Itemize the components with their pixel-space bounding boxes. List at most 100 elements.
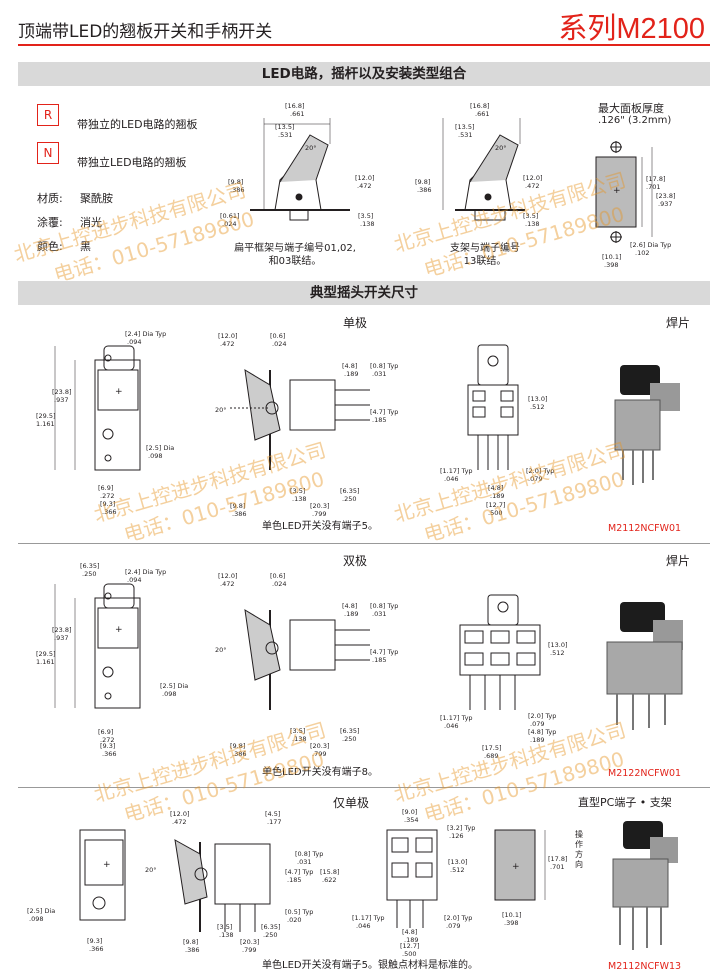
s-front-0: [2.4] Dia Typ [125, 330, 166, 338]
prop-material-key: 材质: [37, 192, 63, 205]
double-side-drawing: [12.0] .472 [0.6] .024 [4.8] .189 [0.8] … [215, 572, 398, 758]
d-bot-5: .079 [530, 720, 544, 728]
o-panel-0: [17.8] [548, 855, 568, 863]
o-front-3: .366 [89, 945, 103, 953]
s-bot-1: .512 [530, 403, 544, 411]
d-side-8: 20° [215, 646, 227, 654]
bracket-caption: 支架与端子编号 13联结。 [450, 243, 520, 267]
dim-b-10: .138 [525, 220, 539, 228]
d-bot-8: [17.5] [482, 744, 502, 752]
s-front-10: [9.3] [100, 500, 115, 508]
s-front-8: [6.9] [98, 484, 113, 492]
single-note: 单色LED开关没有端子5。 [262, 521, 378, 532]
row-divider-1 [18, 543, 710, 544]
panel-thickness-value: .126" (3.2mm) [598, 115, 672, 126]
dim-a-10: .024 [222, 220, 236, 228]
flat-frame-drawing: [16.8] .661 [13.5] .531 20° [12.0] .472 … [220, 102, 375, 228]
s-side-0: [12.0] [218, 332, 238, 340]
d-side-4: [4.8] [342, 602, 357, 610]
s-side-10: .185 [372, 416, 386, 424]
d-side-12: .138 [292, 735, 306, 743]
d-side-9: [4.7] Typ [370, 648, 398, 656]
dim-a-11: [3.5] [358, 212, 373, 220]
dim-a-9: [0.61] [220, 212, 240, 220]
single-pole-title: 单极 [343, 316, 368, 330]
s-side-8: 20° [215, 406, 227, 414]
s-front-4: [29.5] [36, 412, 56, 420]
panel-dim-3: .937 [658, 200, 672, 208]
o-side-15: [6.35] [261, 923, 281, 931]
single-part-number: M2112NCFW01 [608, 523, 682, 534]
d-side-10: .185 [372, 656, 386, 664]
dim-b-2: [13.5] [455, 123, 475, 131]
d-side-1: .472 [220, 580, 234, 588]
s-bot-9: .500 [488, 509, 502, 517]
o-side-10: .622 [322, 876, 336, 884]
o-bot-9: .079 [446, 922, 460, 930]
d-front-2: [2.4] Dia Typ [125, 568, 166, 576]
d-front-9: .098 [162, 690, 176, 698]
panel-dim-2: [23.8] [656, 192, 676, 200]
single-pole-terminal: 焊片 [666, 316, 691, 330]
prop-coating-key: 涂覆: [37, 216, 63, 229]
d-front-11: .272 [100, 736, 114, 744]
d-bot-9: .689 [484, 752, 498, 760]
panel-dim-0: [17.8] [646, 175, 666, 183]
o-side-20: .386 [185, 946, 199, 954]
prop-material-value: 聚酰胺 [80, 192, 113, 205]
row-divider-2 [18, 787, 710, 788]
dim-b-4: 20° [495, 144, 507, 152]
dim-a-0: [16.8] [285, 102, 305, 110]
d-side-6: [0.8] Typ [370, 602, 398, 610]
s-front-5: 1.161 [36, 420, 55, 428]
d-front-7: 1.161 [36, 658, 55, 666]
only-photo [612, 821, 678, 950]
d-side-13: [6.35] [340, 727, 360, 735]
panel-dim-1: .701 [646, 183, 660, 191]
only-panel-drawing: + [17.8] .701 [10.1] .398 [494, 829, 568, 927]
single-photo [614, 365, 680, 485]
d-bot-2: [1.17] Typ [440, 714, 473, 722]
prop-coating-value: 消光 [80, 216, 102, 229]
o-bot-3: .126 [449, 832, 463, 840]
s-front-2: [23.8] [52, 388, 72, 396]
s-side-9: [4.7] Typ [370, 408, 398, 416]
s-side-7: .031 [372, 370, 386, 378]
d-side-0: [12.0] [218, 572, 238, 580]
o-side-6: 20° [145, 866, 157, 874]
d-side-18: .386 [232, 750, 246, 758]
o-bot-12: [12.7] [400, 942, 420, 950]
o-front-1: .098 [29, 915, 43, 923]
double-pole-terminal: 焊片 [666, 554, 691, 568]
s-front-11: .366 [102, 508, 116, 516]
o-side-8: .185 [287, 876, 301, 884]
d-side-3: .024 [272, 580, 286, 588]
s-side-3: .024 [272, 340, 286, 348]
o-panel-3: .398 [504, 919, 518, 927]
d-bot-7: .189 [530, 736, 544, 744]
o-side-16: .250 [263, 931, 277, 939]
s-front-9: .272 [100, 492, 114, 500]
d-bot-4: [2.0] Typ [528, 712, 556, 720]
d-front-4: [23.8] [52, 626, 72, 634]
o-bot-11: .189 [404, 936, 418, 944]
d-front-1: .250 [82, 570, 96, 578]
option-label-r: 带独立的LED电路的翘板 [77, 118, 198, 131]
only-single-note: 单色LED开关没有端子5。银触点材料是标准的。 [262, 960, 478, 971]
dim-b-5: [12.0] [523, 174, 543, 182]
o-front-0: [2.5] Dia [27, 907, 55, 915]
svg-text:+: + [115, 387, 123, 397]
d-side-14: .250 [342, 735, 356, 743]
s-side-2: [0.6] [270, 332, 285, 340]
dim-a-2: [13.5] [275, 123, 295, 131]
o-front-2: [9.3] [87, 937, 102, 945]
panel-dim-7: .398 [604, 261, 618, 269]
s-side-12: .138 [292, 495, 306, 503]
svg-text:+: + [613, 186, 621, 196]
o-side-19: [9.8] [183, 938, 198, 946]
d-side-17: [9.8] [230, 742, 245, 750]
d-front-8: [2.5] Dia [160, 682, 188, 690]
s-bot-3: .046 [444, 475, 458, 483]
panel-dim-6: [10.1] [602, 253, 622, 261]
double-pole-title: 双极 [343, 554, 368, 568]
